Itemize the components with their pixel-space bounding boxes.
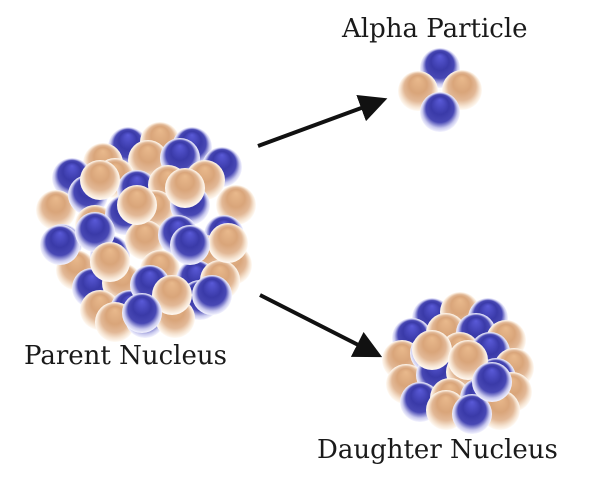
proton xyxy=(452,394,492,434)
neutron xyxy=(412,330,452,370)
neutron xyxy=(216,185,256,225)
proton xyxy=(420,92,460,132)
arrow-to-alpha xyxy=(257,94,388,148)
neutron xyxy=(36,190,76,230)
parent-nucleus xyxy=(36,122,256,342)
proton xyxy=(40,225,80,265)
proton xyxy=(472,362,512,402)
neutron xyxy=(165,168,205,208)
daughter-nucleus xyxy=(382,292,534,434)
neutron xyxy=(125,220,165,260)
proton xyxy=(192,275,232,315)
alpha-particle xyxy=(398,48,482,132)
daughter-nucleus-label: Daughter Nucleus xyxy=(317,435,558,465)
parent-nucleus-label: Parent Nucleus xyxy=(24,341,227,371)
proton xyxy=(122,293,162,333)
neutron xyxy=(208,223,248,263)
neutron xyxy=(152,275,192,315)
proton xyxy=(75,212,115,252)
neutron xyxy=(80,160,120,200)
alpha-particle-label: Alpha Particle xyxy=(342,14,528,44)
neutron xyxy=(90,242,130,282)
neutron xyxy=(117,185,157,225)
arrow-to-daughter xyxy=(259,293,383,358)
proton xyxy=(170,225,210,265)
